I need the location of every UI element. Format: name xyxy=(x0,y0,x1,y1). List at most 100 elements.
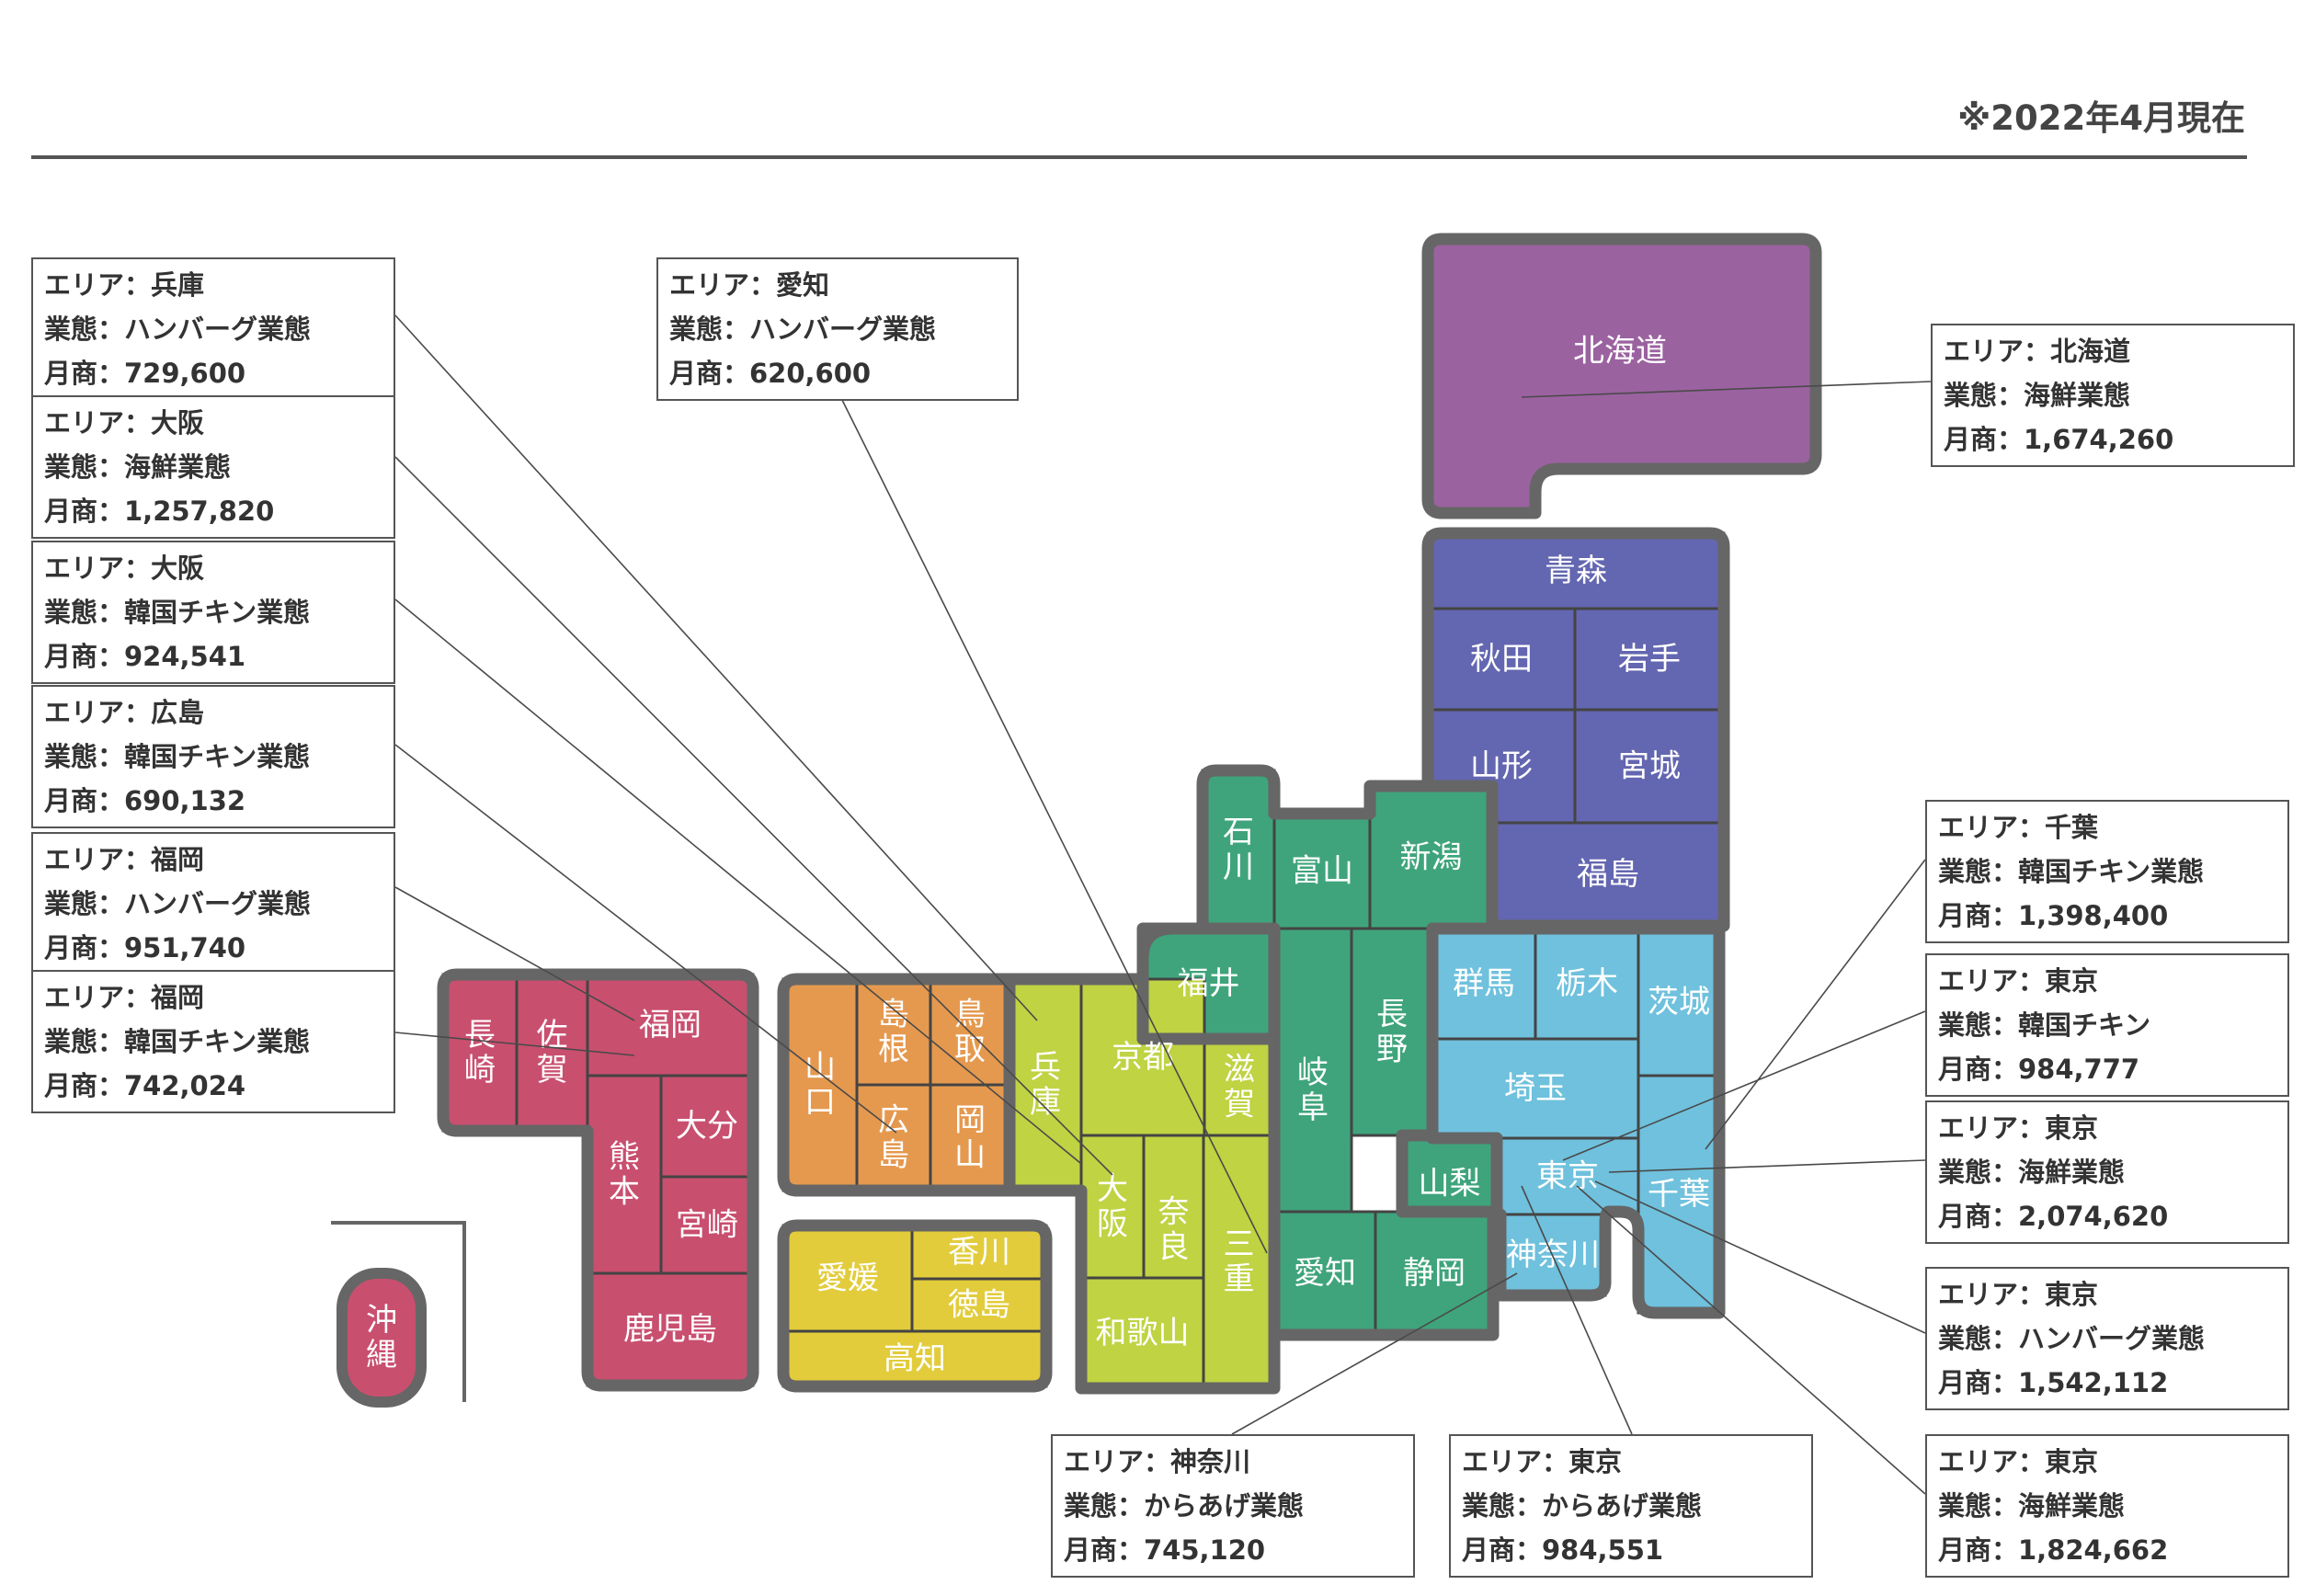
label-kochi: 高知 xyxy=(884,1340,946,1377)
callout-hiroshima-chicken: エリア：広島業態：韓国チキン業態月商：690,132 xyxy=(31,685,395,828)
leader-line xyxy=(394,456,1113,1176)
callout-area: エリア：東京 xyxy=(1938,1446,2099,1477)
pref-hokkaido xyxy=(1428,239,1816,513)
callout-fukuoka-chicken: エリア：福岡業態：韓国チキン業態月商：742,024 xyxy=(31,970,395,1113)
pref-gifu xyxy=(1272,927,1353,1254)
leader-line xyxy=(394,314,1038,1021)
label-aichi: 愛知 xyxy=(1294,1255,1356,1292)
label-tokyo: 東京 xyxy=(1536,1158,1599,1195)
pref-ibaraki xyxy=(1637,927,1721,1077)
label-yamagata: 山形 xyxy=(1470,748,1533,785)
callout-hokkaido-seafood: エリア：北海道業態：海鮮業態月商：1,674,260 xyxy=(1931,324,2295,467)
callout-type: 業態：からあげ業態 xyxy=(1462,1490,1703,1522)
pref-wakayama xyxy=(1079,1276,1205,1390)
leader-line xyxy=(394,744,897,1134)
label-shimane: 島根 xyxy=(878,997,909,1068)
callout-tokyo-seafood-2: エリア：東京業態：海鮮業態月商：1,824,662 xyxy=(1925,1434,2289,1578)
label-okayama: 岡山 xyxy=(954,1102,986,1174)
leader-line xyxy=(1608,1159,1926,1173)
callout-area: エリア：愛知 xyxy=(669,269,830,301)
pref-ehime xyxy=(781,1224,914,1333)
pref-chiba xyxy=(1637,1074,1721,1315)
label-okinawa: 沖縄 xyxy=(366,1302,397,1374)
pref-oita xyxy=(659,1074,755,1179)
label-yamaguchi: 山口 xyxy=(804,1049,836,1121)
pref-saitama xyxy=(1431,1037,1640,1140)
leader-line xyxy=(394,598,1081,1164)
leader-line xyxy=(1705,859,1926,1150)
callout-area: エリア：千葉 xyxy=(1938,812,2099,843)
callout-tokyo-karaage: エリア：東京業態：からあげ業態月商：984,551 xyxy=(1449,1434,1813,1578)
callout-area: エリア：大阪 xyxy=(44,407,205,439)
pref-miyagi xyxy=(1573,708,1726,825)
pref-mie xyxy=(1202,1134,1276,1390)
callout-sales: 月商：924,541 xyxy=(44,641,246,672)
label-saitama: 埼玉 xyxy=(1504,1070,1567,1107)
pref-okayama xyxy=(929,1083,1011,1192)
label-miyagi: 宮城 xyxy=(1618,748,1681,785)
label-gifu: 岐阜 xyxy=(1297,1054,1329,1126)
label-aomori: 青森 xyxy=(1545,553,1607,589)
pref-shizuoka xyxy=(1374,1210,1495,1337)
callout-area: エリア：兵庫 xyxy=(44,269,205,301)
region-outline xyxy=(1426,922,1726,1319)
label-fukui: 福井 xyxy=(1178,965,1240,1002)
pref-aomori xyxy=(1426,531,1726,610)
region-outline xyxy=(437,968,759,1392)
region-outline xyxy=(777,973,1016,1197)
callout-fukuoka-hamburg: エリア：福岡業態：ハンバーグ業態月商：951,740 xyxy=(31,832,395,975)
callout-type: 業態：海鮮業態 xyxy=(1944,380,2131,411)
callout-area: エリア：東京 xyxy=(1938,965,2099,997)
pref-iwate xyxy=(1573,607,1726,712)
callout-sales: 月商：1,398,400 xyxy=(1938,900,2169,931)
label-ehime: 愛媛 xyxy=(816,1260,879,1297)
callout-type: 業態：韓国チキン業態 xyxy=(44,741,311,772)
callout-sales: 月商：984,551 xyxy=(1462,1534,1664,1566)
callout-area: エリア：東京 xyxy=(1938,1279,2099,1310)
label-fukushima: 福島 xyxy=(1577,856,1639,893)
callout-type: 業態：ハンバーグ業態 xyxy=(44,888,312,919)
label-oita: 大分 xyxy=(676,1108,738,1145)
label-kumamoto: 熊本 xyxy=(609,1139,640,1211)
label-kagoshima: 鹿児島 xyxy=(623,1311,717,1348)
callout-type: 業態：韓国チキン業態 xyxy=(44,1026,311,1057)
label-ishikawa: 石川 xyxy=(1223,814,1254,885)
callout-area: エリア：広島 xyxy=(44,697,205,728)
leader-line xyxy=(838,392,1268,1254)
callout-chiba-chicken: エリア：千葉業態：韓国チキン業態月商：1,398,400 xyxy=(1925,800,2289,943)
leader-line xyxy=(1576,1185,1926,1495)
label-ibaraki: 茨城 xyxy=(1648,984,1710,1020)
callout-osaka-seafood: エリア：大阪業態：海鮮業態月商：1,257,820 xyxy=(31,395,395,539)
callout-area: エリア：大阪 xyxy=(44,553,205,584)
callout-type: 業態：ハンバーグ業態 xyxy=(669,314,937,345)
label-iwate: 岩手 xyxy=(1618,641,1681,678)
label-hokkaido: 北海道 xyxy=(1573,333,1667,370)
callout-hyogo-hamburg: エリア：兵庫業態：ハンバーグ業態月商：729,600 xyxy=(31,257,395,401)
callout-tokyo-seafood-1: エリア：東京業態：海鮮業態月商：2,074,620 xyxy=(1925,1100,2289,1244)
callout-area: エリア：神奈川 xyxy=(1064,1446,1251,1477)
label-shizuoka: 静岡 xyxy=(1403,1255,1466,1292)
label-chiba: 千葉 xyxy=(1648,1176,1710,1213)
label-miyazaki: 宮崎 xyxy=(676,1207,738,1244)
callout-kanagawa-karaage: エリア：神奈川業態：からあげ業態月商：745,120 xyxy=(1051,1434,1415,1578)
callout-type: 業態：韓国チキン業態 xyxy=(1938,856,2205,887)
callout-sales: 月商：729,600 xyxy=(44,358,246,389)
callout-type: 業態：ハンバーグ業態 xyxy=(1938,1323,2206,1354)
callout-sales: 月商：1,257,820 xyxy=(44,496,275,527)
callout-sales: 月商：690,132 xyxy=(44,785,246,816)
callout-area: エリア：福岡 xyxy=(44,982,205,1013)
label-niigata: 新潟 xyxy=(1400,839,1463,876)
callout-type: 業態：からあげ業態 xyxy=(1064,1490,1305,1522)
callout-sales: 月商：1,824,662 xyxy=(1938,1534,2169,1566)
leader-line xyxy=(1521,1185,1633,1435)
region-outline xyxy=(777,1219,1053,1393)
callout-sales: 月商：984,777 xyxy=(1938,1054,2140,1085)
callout-sales: 月商：745,120 xyxy=(1064,1534,1266,1566)
region-outline xyxy=(1003,973,1281,1395)
callout-tokyo-chicken: エリア：東京業態：韓国チキン月商：984,777 xyxy=(1925,953,2289,1097)
label-yamanashi: 山梨 xyxy=(1419,1166,1481,1203)
label-hyogo: 兵庫 xyxy=(1030,1049,1061,1121)
label-fukuoka: 福岡 xyxy=(639,1007,701,1043)
label-tottori: 鳥取 xyxy=(954,997,986,1068)
